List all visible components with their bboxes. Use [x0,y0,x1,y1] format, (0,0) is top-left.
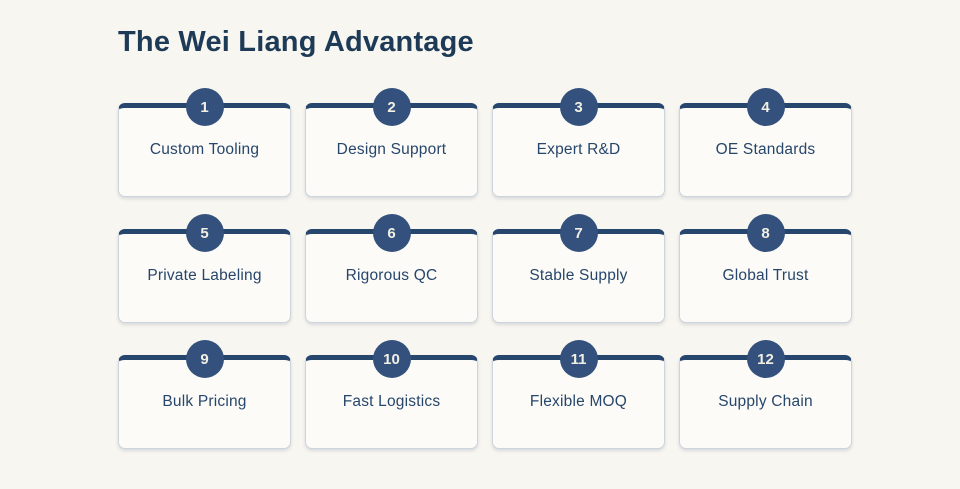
advantage-grid: 1 Custom Tooling 2 Design Support 3 Expe… [118,88,852,449]
card-number-badge: 2 [372,88,411,126]
card-number-badge: 4 [746,88,785,126]
card-body: Fast Logistics [305,355,478,449]
card-number-badge: 3 [559,88,598,126]
card-label: Rigorous QC [345,267,438,284]
card-number-badge: 10 [372,340,411,378]
advantage-card: 8 Global Trust [679,214,852,323]
advantage-section: The Wei Liang Advantage 1 Custom Tooling… [118,26,852,449]
card-label: Stable Supply [529,267,628,284]
page-title: The Wei Liang Advantage [118,26,474,58]
advantage-card: 3 Expert R&D [492,88,665,197]
advantage-card: 5 Private Labeling [118,214,291,323]
card-label: Global Trust [722,267,809,284]
card-number-badge: 11 [559,340,598,378]
card-label: Flexible MOQ [529,393,628,410]
card-label: Private Labeling [147,267,262,284]
card-number-badge: 12 [746,340,785,378]
advantage-card: 6 Rigorous QC [305,214,478,323]
advantage-card: 10 Fast Logistics [305,340,478,449]
card-label: Supply Chain [718,393,813,410]
advantage-card: 9 Bulk Pricing [118,340,291,449]
advantage-card: 2 Design Support [305,88,478,197]
card-number-badge: 8 [746,214,785,252]
card-label: Bulk Pricing [162,393,247,410]
card-label: OE Standards [715,141,816,158]
advantage-card: 12 Supply Chain [679,340,852,449]
card-label: Design Support [336,141,447,158]
advantage-card: 4 OE Standards [679,88,852,197]
card-label: Custom Tooling [149,141,260,158]
card-number-badge: 7 [559,214,598,252]
advantage-card: 11 Flexible MOQ [492,340,665,449]
card-number-badge: 5 [185,214,224,252]
advantage-card: 7 Stable Supply [492,214,665,323]
card-number-badge: 9 [185,340,224,378]
card-number-badge: 6 [372,214,411,252]
card-number-badge: 1 [185,88,224,126]
card-label: Expert R&D [536,141,621,158]
advantage-card: 1 Custom Tooling [118,88,291,197]
card-label: Fast Logistics [342,393,441,410]
